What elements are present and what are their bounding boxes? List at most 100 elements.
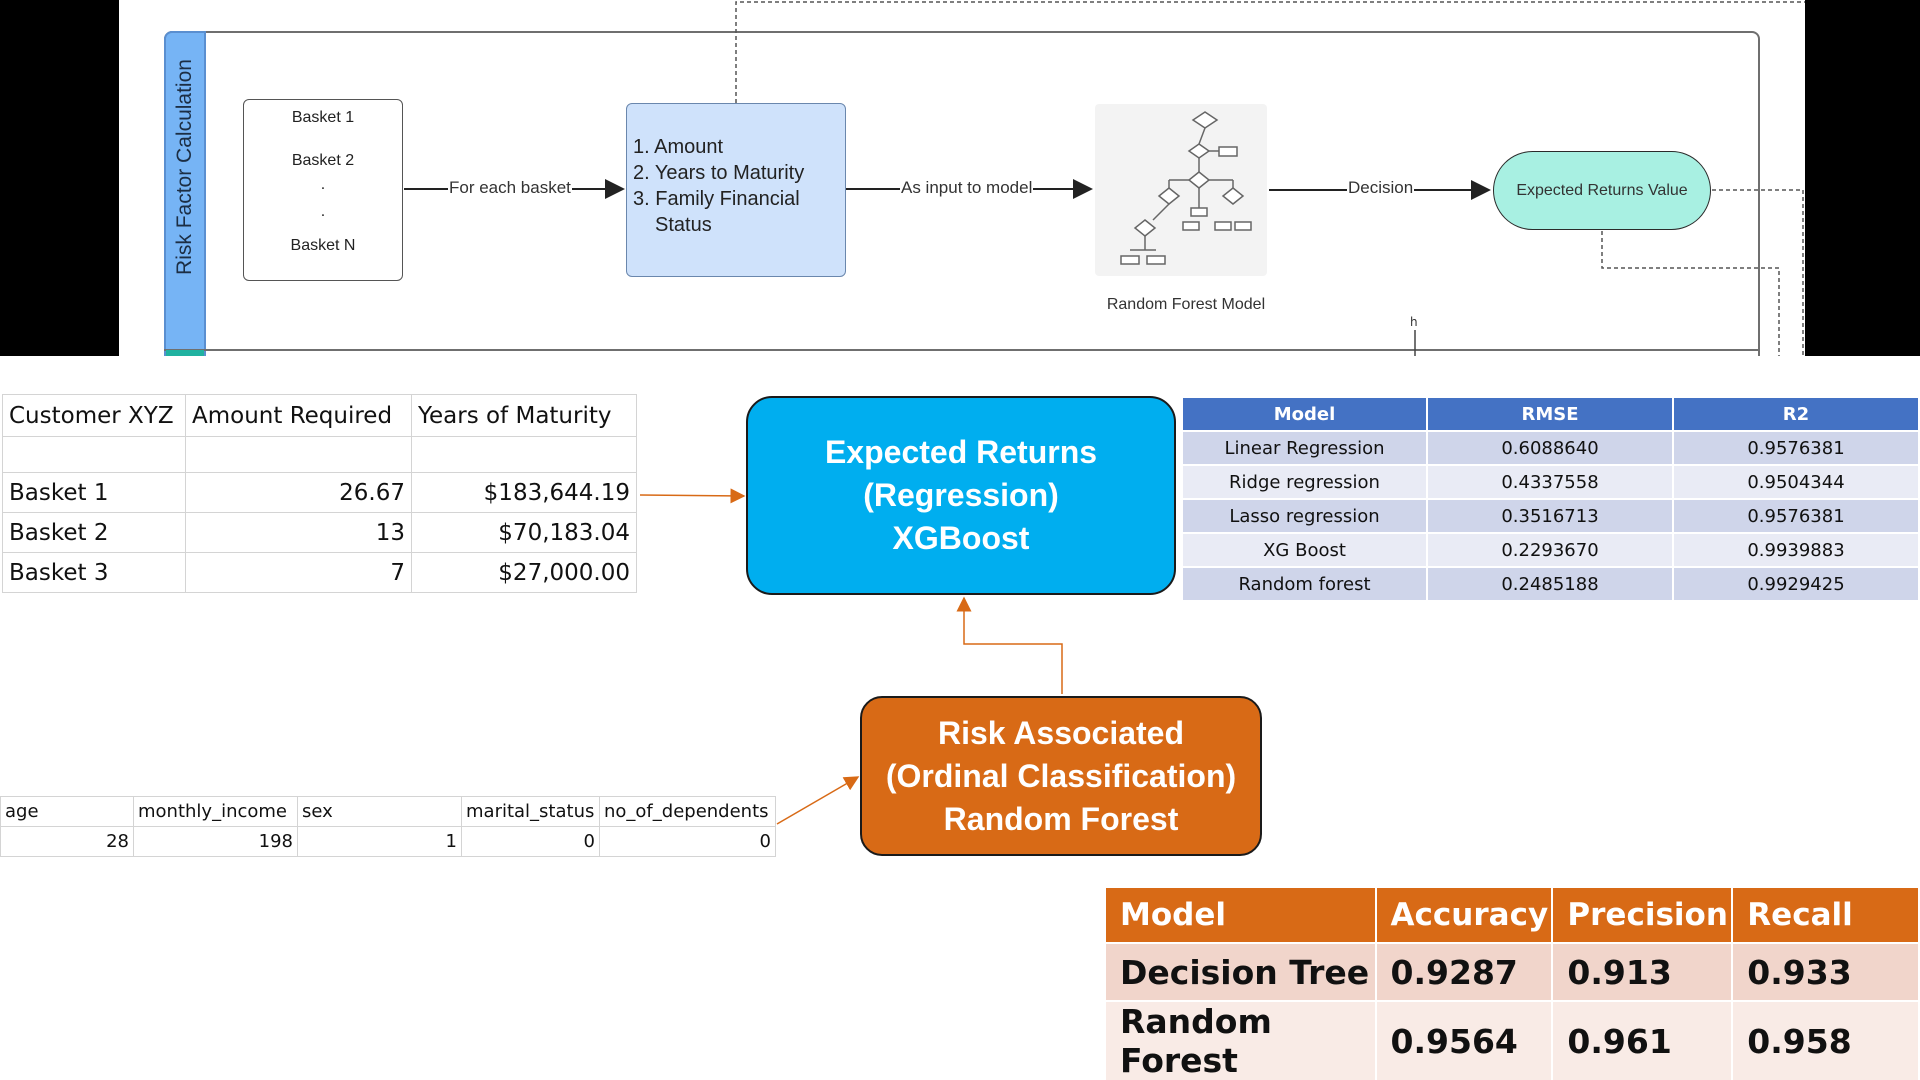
cell: $183,644.19 [411, 472, 637, 513]
cell: 0.9939883 [1671, 532, 1920, 568]
cursor-icon: h [1410, 315, 1418, 329]
cell: 0 [599, 826, 776, 857]
header-marital-status: marital_status [461, 796, 600, 827]
header-customer: Customer XYZ [2, 394, 186, 437]
baskets-node: Basket 1 Basket 2 . . Basket N [243, 99, 403, 281]
cell: $70,183.04 [411, 512, 637, 553]
table-header-row: Model RMSE R2 [1181, 396, 1920, 432]
cell: 0.6088640 [1426, 430, 1674, 466]
header-model: Model [1104, 886, 1377, 944]
customer-features-table: age monthly_income sex marital_status no… [0, 796, 776, 857]
table-row: Decision Tree 0.9287 0.913 0.933 [1104, 942, 1920, 1002]
expected-returns-title: Expected Returns [824, 434, 1098, 470]
cell: 0.933 [1731, 942, 1920, 1002]
cell: Ridge regression [1181, 464, 1428, 500]
input-years-to-maturity: 2. Years to Maturity [633, 162, 805, 184]
cell: 0.961 [1551, 1000, 1734, 1080]
header-amount-required: Amount Required [185, 394, 412, 437]
cell: 0.9576381 [1671, 430, 1920, 466]
table-row: Linear Regression 0.6088640 0.9576381 [1181, 430, 1920, 466]
expected-returns-model: XGBoost [892, 520, 1030, 556]
cell: 0.9287 [1374, 942, 1554, 1002]
cell: 0.9576381 [1671, 498, 1920, 534]
table-header-row: age monthly_income sex marital_status no… [0, 796, 776, 827]
basket-n-label: Basket N [290, 237, 356, 254]
cell: $27,000.00 [411, 552, 637, 593]
expected-returns-subtitle: (Regression) [863, 477, 1059, 513]
regression-metrics-table: Model RMSE R2 Linear Regression 0.608864… [1181, 396, 1920, 602]
flowchart-band: Risk Factor Calculation h For each baske… [0, 0, 1920, 356]
cell: 0.913 [1551, 942, 1734, 1002]
next-lane-header [166, 350, 204, 356]
header-precision: Precision [1551, 886, 1734, 944]
model-inputs-node: 1. Amount 2. Years to Maturity 3. Family… [626, 103, 846, 277]
table-row: 28 198 1 0 0 [0, 826, 776, 857]
cell: 0 [461, 826, 600, 857]
cell: Basket 2 [2, 512, 186, 553]
input-status: Status [655, 214, 712, 236]
table-row [2, 436, 637, 473]
basket-2-label: Basket 2 [291, 152, 355, 169]
header-recall: Recall [1731, 886, 1920, 944]
cell: Lasso regression [1181, 498, 1428, 534]
expected-returns-value-node: Expected Returns Value [1493, 151, 1711, 230]
arrow-features-to-risk [776, 776, 860, 825]
table-row: Ridge regression 0.4337558 0.9504344 [1181, 464, 1920, 500]
random-forest-caption: Random Forest Model [1106, 296, 1266, 313]
cell: 7 [185, 552, 412, 593]
risk-model: Random Forest [943, 800, 1179, 837]
header-model: Model [1181, 396, 1428, 432]
arrow-table-to-expected-returns [639, 488, 746, 504]
cell: 0.9504344 [1671, 464, 1920, 500]
cell: XG Boost [1181, 532, 1428, 568]
expected-returns-box: Expected Returns (Regression) XGBoost [746, 396, 1176, 595]
risk-title: Risk Associated [937, 714, 1185, 751]
header-years-of-maturity: Years of Maturity [411, 394, 637, 437]
classification-metrics-table: Model Accuracy Precision Recall Decision… [1104, 886, 1920, 1080]
label-as-input-to-model: As input to model [900, 178, 1034, 198]
cell: 0.4337558 [1426, 464, 1674, 500]
swimlane-divider [164, 349, 1760, 351]
table-row: Lasso regression 0.3516713 0.9576381 [1181, 498, 1920, 534]
ellipsis-dot-2: . [320, 203, 326, 220]
table-row: Basket 1 26.67 $183,644.19 [2, 472, 637, 513]
input-family-financial: 3. Family Financial [633, 188, 800, 210]
cell: Linear Regression [1181, 430, 1428, 466]
cell: 0.2293670 [1426, 532, 1674, 568]
cell: Decision Tree [1104, 942, 1377, 1002]
cell: 13 [185, 512, 412, 553]
cell: 198 [133, 826, 298, 857]
cell: 0.2485188 [1426, 566, 1674, 602]
cell: 26.67 [185, 472, 412, 513]
ellipsis-dot-1: . [320, 176, 326, 193]
cell: 0.9929425 [1671, 566, 1920, 602]
table-row: Random Forest 0.9564 0.961 0.958 [1104, 1000, 1920, 1080]
output-dotted-connector [1712, 189, 1804, 356]
cell: Basket 1 [2, 472, 186, 513]
table-row: Basket 2 13 $70,183.04 [2, 512, 637, 553]
risk-associated-box: Risk Associated (Ordinal Classification)… [860, 696, 1262, 856]
table-header-row: Model Accuracy Precision Recall [1104, 886, 1920, 944]
header-accuracy: Accuracy [1374, 886, 1554, 944]
cell: Random forest [1181, 566, 1428, 602]
label-decision: Decision [1347, 178, 1415, 198]
input-amount: 1. Amount [633, 136, 724, 158]
cell: Basket 3 [2, 552, 186, 593]
label-for-each-basket: For each basket [448, 178, 572, 198]
cell: 1 [297, 826, 462, 857]
arrow-risk-to-expected-returns [956, 596, 1063, 694]
table-row: Random forest 0.2485188 0.9929425 [1181, 566, 1920, 602]
cell: 0.958 [1731, 1000, 1920, 1080]
risk-subtitle: (Ordinal Classification) [885, 757, 1237, 794]
cell: 0.3516713 [1426, 498, 1674, 534]
top-dotted-connector [735, 1, 1805, 103]
customer-baskets-table: Customer XYZ Amount Required Years of Ma… [2, 394, 637, 593]
swimlane-header [164, 31, 206, 356]
cell: 0.9564 [1374, 1000, 1554, 1080]
table-row: XG Boost 0.2293670 0.9939883 [1181, 532, 1920, 568]
table-header-row: Customer XYZ Amount Required Years of Ma… [2, 394, 637, 437]
cell: 28 [0, 826, 134, 857]
header-rmse: RMSE [1426, 396, 1674, 432]
header-sex: sex [297, 796, 462, 827]
